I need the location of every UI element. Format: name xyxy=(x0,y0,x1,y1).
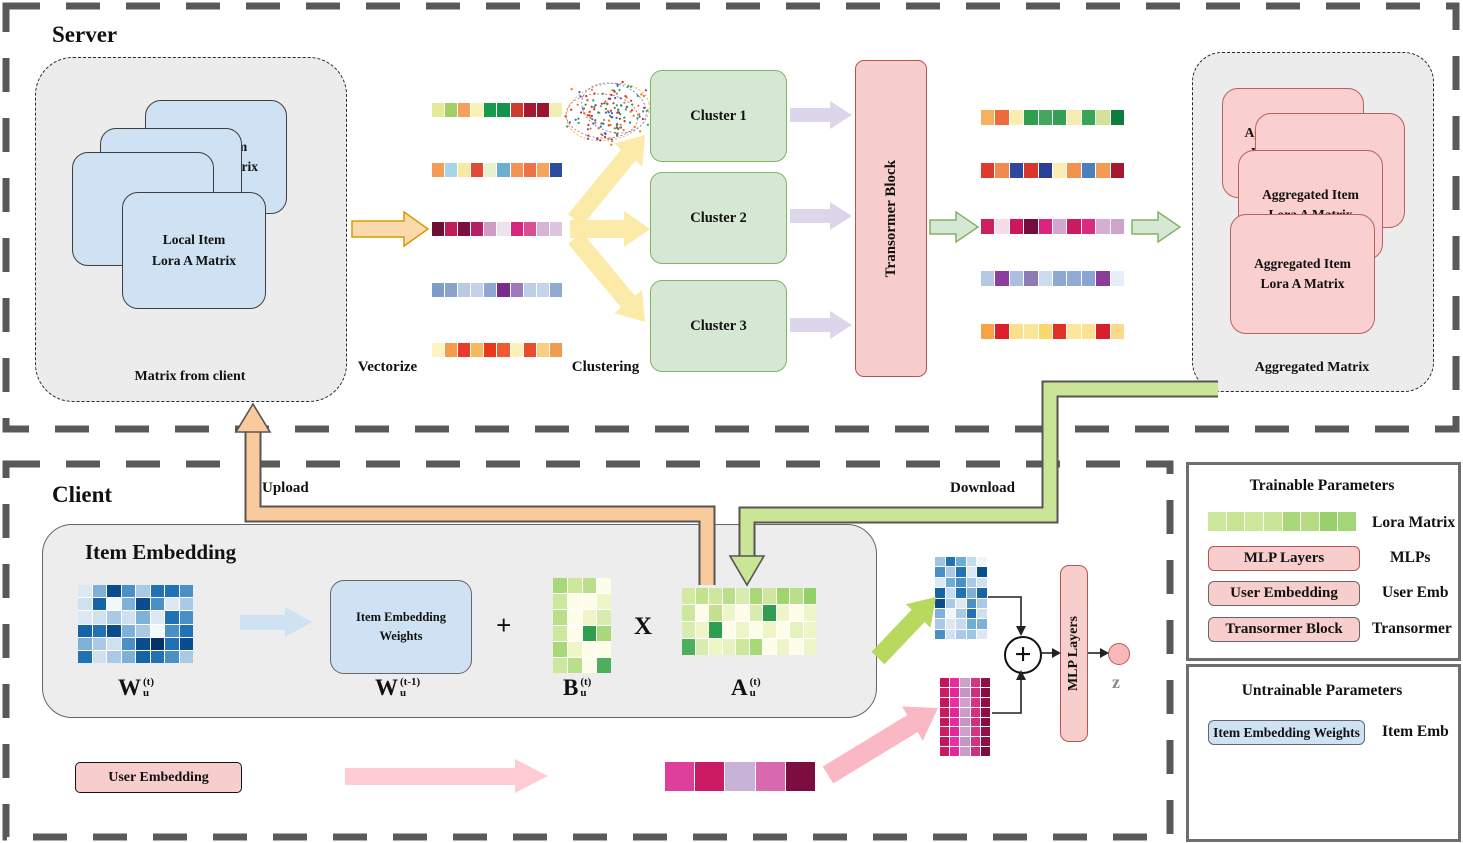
cluster-box-3: Cluster 3 xyxy=(650,280,787,372)
output-strip xyxy=(981,219,1125,234)
item-output-matrix xyxy=(935,557,987,639)
aggregated-item-card-front: Aggregated Item Lora A Matrix xyxy=(1230,214,1375,334)
user-output-matrix xyxy=(940,678,990,756)
legend-lora-strip xyxy=(1208,512,1356,531)
legend-untrainable-title: Untrainable Parameters xyxy=(1241,682,1403,699)
legend-trainable-title: Trainable Parameters xyxy=(1249,477,1395,494)
output-strip xyxy=(981,324,1125,339)
vector-strip xyxy=(432,343,562,357)
transformer-block: Transormer Block xyxy=(855,60,927,377)
legend-mlp-label: MLPs xyxy=(1390,549,1431,566)
w-matrix xyxy=(78,585,193,663)
b-label: B (t)u xyxy=(563,675,592,700)
clustering-label: Clustering xyxy=(571,359,640,375)
client-title: Client xyxy=(52,482,113,507)
cluster-scatter-plot xyxy=(564,80,650,149)
legend-chip-item-embedding-weights: Item Embedding Weights xyxy=(1208,720,1365,745)
legend-item-label: Item Emb xyxy=(1382,723,1449,740)
upload-label: Upload xyxy=(262,480,309,496)
a-matrix xyxy=(682,588,816,655)
output-strip xyxy=(981,163,1125,178)
server-frame xyxy=(2,2,1460,433)
z-label: z xyxy=(1112,672,1120,692)
output-strip xyxy=(981,271,1125,286)
sum-node: + xyxy=(1004,636,1042,674)
vector-strip xyxy=(432,283,562,297)
b-matrix xyxy=(553,578,611,673)
vector-strip xyxy=(432,222,562,236)
z-node xyxy=(1108,643,1130,665)
legend-chip-transformer: Transormer Block xyxy=(1208,617,1360,642)
legend-user-label: User Emb xyxy=(1382,584,1449,601)
matrix-from-client-caption: Matrix from client xyxy=(134,369,246,384)
vector-strip xyxy=(432,163,562,177)
mlp-layers-box: MLP Layers xyxy=(1060,565,1088,742)
legend-transformer-label: Transormer xyxy=(1372,620,1452,637)
user-embedding-strip xyxy=(665,762,816,791)
vector-strip xyxy=(432,103,562,117)
legend-untrainable-box xyxy=(1186,664,1461,842)
legend-chip-mlp: MLP Layers xyxy=(1208,546,1360,571)
user-embedding-box: User Embedding xyxy=(75,762,242,793)
cluster-box-2: Cluster 2 xyxy=(650,172,787,264)
legend-chip-user-embedding: User Embedding xyxy=(1208,581,1360,606)
aggregated-matrix-caption: Aggregated Matrix xyxy=(1254,360,1370,375)
item-embedding-heading: Item Embedding xyxy=(85,540,237,564)
local-item-card-front: Local Item Lora A Matrix xyxy=(122,192,266,309)
client-frame xyxy=(2,460,1174,841)
cluster-box-1: Cluster 1 xyxy=(650,70,787,162)
plus-operator: + xyxy=(496,610,512,640)
item-embedding-weights-box: Item Embedding Weights xyxy=(330,580,472,674)
w-label: W (t)u xyxy=(118,675,154,700)
server-title: Server xyxy=(52,22,118,47)
vectorize-label: Vectorize xyxy=(357,359,418,375)
w-prev-label: W (t-1)u xyxy=(375,675,421,700)
output-strip xyxy=(981,110,1125,125)
times-operator: X xyxy=(634,613,653,640)
download-label: Download xyxy=(950,480,1016,496)
a-label: A (t)u xyxy=(731,675,761,700)
legend-lora-label: Lora Matrix xyxy=(1372,514,1456,531)
